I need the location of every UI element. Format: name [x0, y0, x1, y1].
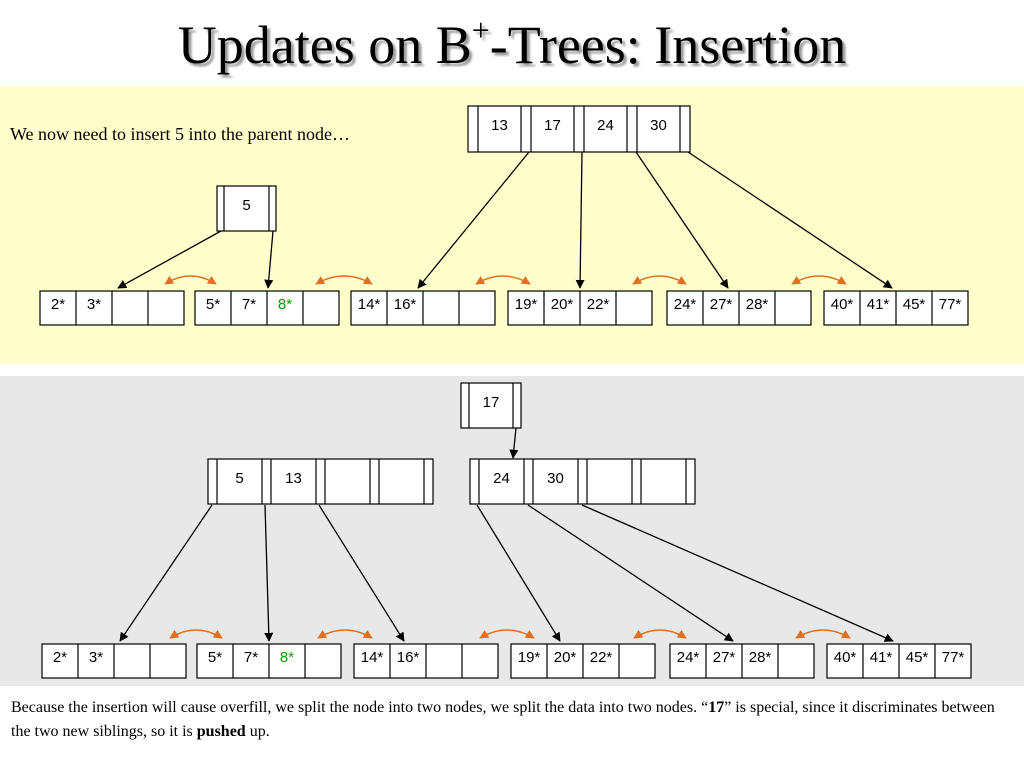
top-pointer-arrow — [264, 230, 274, 289]
top-leaf-6-entry: 77* — [939, 296, 962, 313]
top-leaf-1-entry: 3* — [87, 296, 101, 313]
bottom-leaf-4-entry: 19* — [518, 649, 541, 666]
top-leaf-2-entry: 5* — [206, 296, 220, 313]
bottom-leaf-5-entry: 28* — [749, 649, 772, 666]
top-leaf-6-entry: 45* — [903, 296, 926, 313]
bottom-pointer-arrow — [318, 504, 405, 642]
top-leaf-3-entry: 16* — [394, 296, 417, 313]
bottom-leaf-5-entry: 24* — [677, 649, 700, 666]
bottom-pointer-arrow — [264, 504, 274, 642]
bottom-pointer-arrow — [119, 504, 213, 642]
top-pointer-arrow — [635, 151, 729, 289]
bottom-leaf-1-entry: 3* — [89, 649, 103, 666]
bottom-pointer-arrow — [509, 427, 519, 459]
bottom-sibling-arrow — [169, 629, 223, 639]
top-pointer-arrow — [117, 230, 222, 289]
bottom-leaf-5-entry: 27* — [713, 649, 736, 666]
bottom-right-index-key: 24 — [493, 470, 510, 487]
bottom-left-index — [207, 458, 434, 505]
bottom-leaf-3-entry: 14* — [361, 649, 384, 666]
top-pointer-arrow — [575, 151, 585, 289]
bottom-leaf-6-entry: 41* — [870, 649, 893, 666]
bottom-pointer-arrow — [527, 504, 734, 642]
top-leaf-3-entry: 14* — [358, 296, 381, 313]
bottom-leaf-3-entry: 16* — [397, 649, 420, 666]
bottom-leaf-6-entry: 40* — [834, 649, 857, 666]
top-leaf-2-entry: 8* — [278, 296, 292, 313]
bottom-left-index-key: 13 — [285, 470, 302, 487]
bottom-leaf-4-entry: 22* — [590, 649, 613, 666]
bottom-root-node — [460, 382, 522, 429]
top-leaf-4-entry: 22* — [587, 296, 610, 313]
bottom-leaf-2-entry: 5* — [208, 649, 222, 666]
bottom-root-node-key: 17 — [483, 394, 500, 411]
top-root-node-key: 24 — [597, 117, 614, 134]
bottom-leaf-6-entry: 77* — [942, 649, 965, 666]
top-root-node-key: 17 — [544, 117, 561, 134]
bottom-leaf-6-entry: 45* — [906, 649, 929, 666]
top-leaf-5-entry: 27* — [710, 296, 733, 313]
top-root-node — [467, 105, 691, 153]
top-leaf-2-entry: 7* — [242, 296, 256, 313]
bottom-sibling-arrow — [795, 629, 851, 639]
bottom-sibling-arrow — [317, 629, 373, 639]
bottom-pointer-arrow — [476, 504, 561, 642]
top-leaf-5-entry: 24* — [674, 296, 697, 313]
top-leaf-4-entry: 20* — [551, 296, 574, 313]
top-sibling-arrow — [164, 275, 217, 285]
bottom-left-index-key: 5 — [235, 470, 243, 487]
bottom-sibling-arrow — [479, 629, 535, 639]
top-sibling-arrow — [475, 275, 531, 285]
top-root-node-key: 30 — [650, 117, 667, 134]
bottom-leaf-1-entry: 2* — [53, 649, 67, 666]
top-leaf-6-entry: 41* — [867, 296, 890, 313]
page-title: Updates on B+-Trees: Insertion — [177, 12, 847, 75]
top-sibling-arrow — [632, 275, 687, 285]
top-pointer-arrow — [417, 151, 530, 289]
top-leaf-5-entry: 28* — [746, 296, 769, 313]
new-key-node-key: 5 — [242, 197, 250, 214]
bottom-leaf-2-entry: 7* — [244, 649, 258, 666]
top-sibling-arrow — [315, 275, 373, 285]
top-leaf-4-entry: 19* — [515, 296, 538, 313]
top-sibling-arrow — [791, 275, 847, 285]
top-caption: We now need to insert 5 into the parent … — [10, 124, 350, 144]
top-leaf-6-entry: 40* — [831, 296, 854, 313]
footer-explanation: Because the insertion will cause overfil… — [11, 699, 995, 740]
top-leaf-1-entry: 2* — [51, 296, 65, 313]
bottom-leaf-4-entry: 20* — [554, 649, 577, 666]
new-key-node — [216, 185, 277, 232]
top-root-node-key: 13 — [491, 117, 508, 134]
bottom-right-index-key: 30 — [547, 470, 564, 487]
top-pointer-arrow — [687, 151, 893, 289]
bottom-right-index — [469, 458, 696, 505]
bottom-leaf-2-entry: 8* — [280, 649, 294, 666]
bottom-pointer-arrow — [581, 504, 894, 642]
bottom-sibling-arrow — [633, 629, 687, 639]
